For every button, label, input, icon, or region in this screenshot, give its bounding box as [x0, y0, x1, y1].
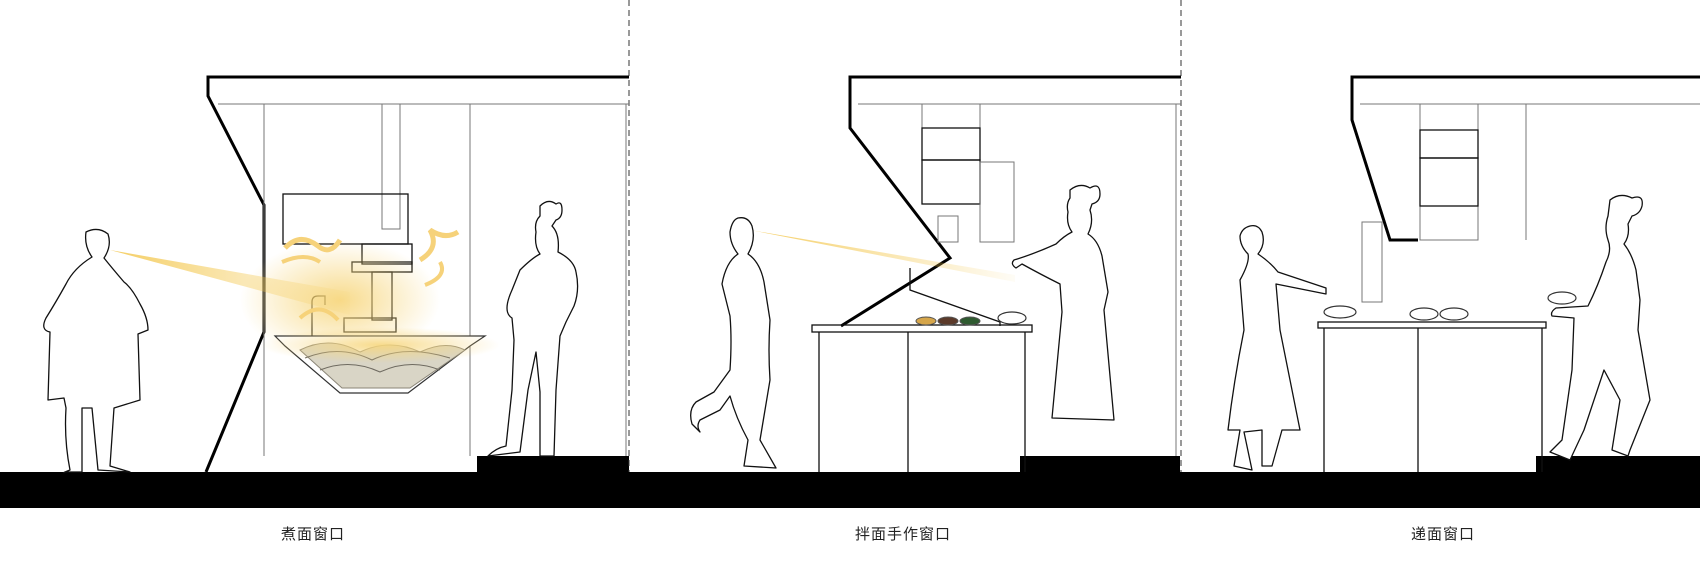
raised-floor-2	[1020, 456, 1180, 474]
raised-floor-1	[477, 456, 629, 474]
caption-boil-window: 煮面窗口	[280, 525, 346, 543]
ground-slab	[0, 472, 1700, 508]
caption-serve-window: 递面窗口	[1410, 525, 1476, 543]
panel-mix	[690, 75, 1181, 472]
raised-floor-3	[1536, 456, 1700, 474]
panel-boil	[43, 75, 629, 474]
caption-mix-window: 拌面手作窗口	[854, 525, 952, 543]
panel-serve	[1227, 75, 1700, 472]
